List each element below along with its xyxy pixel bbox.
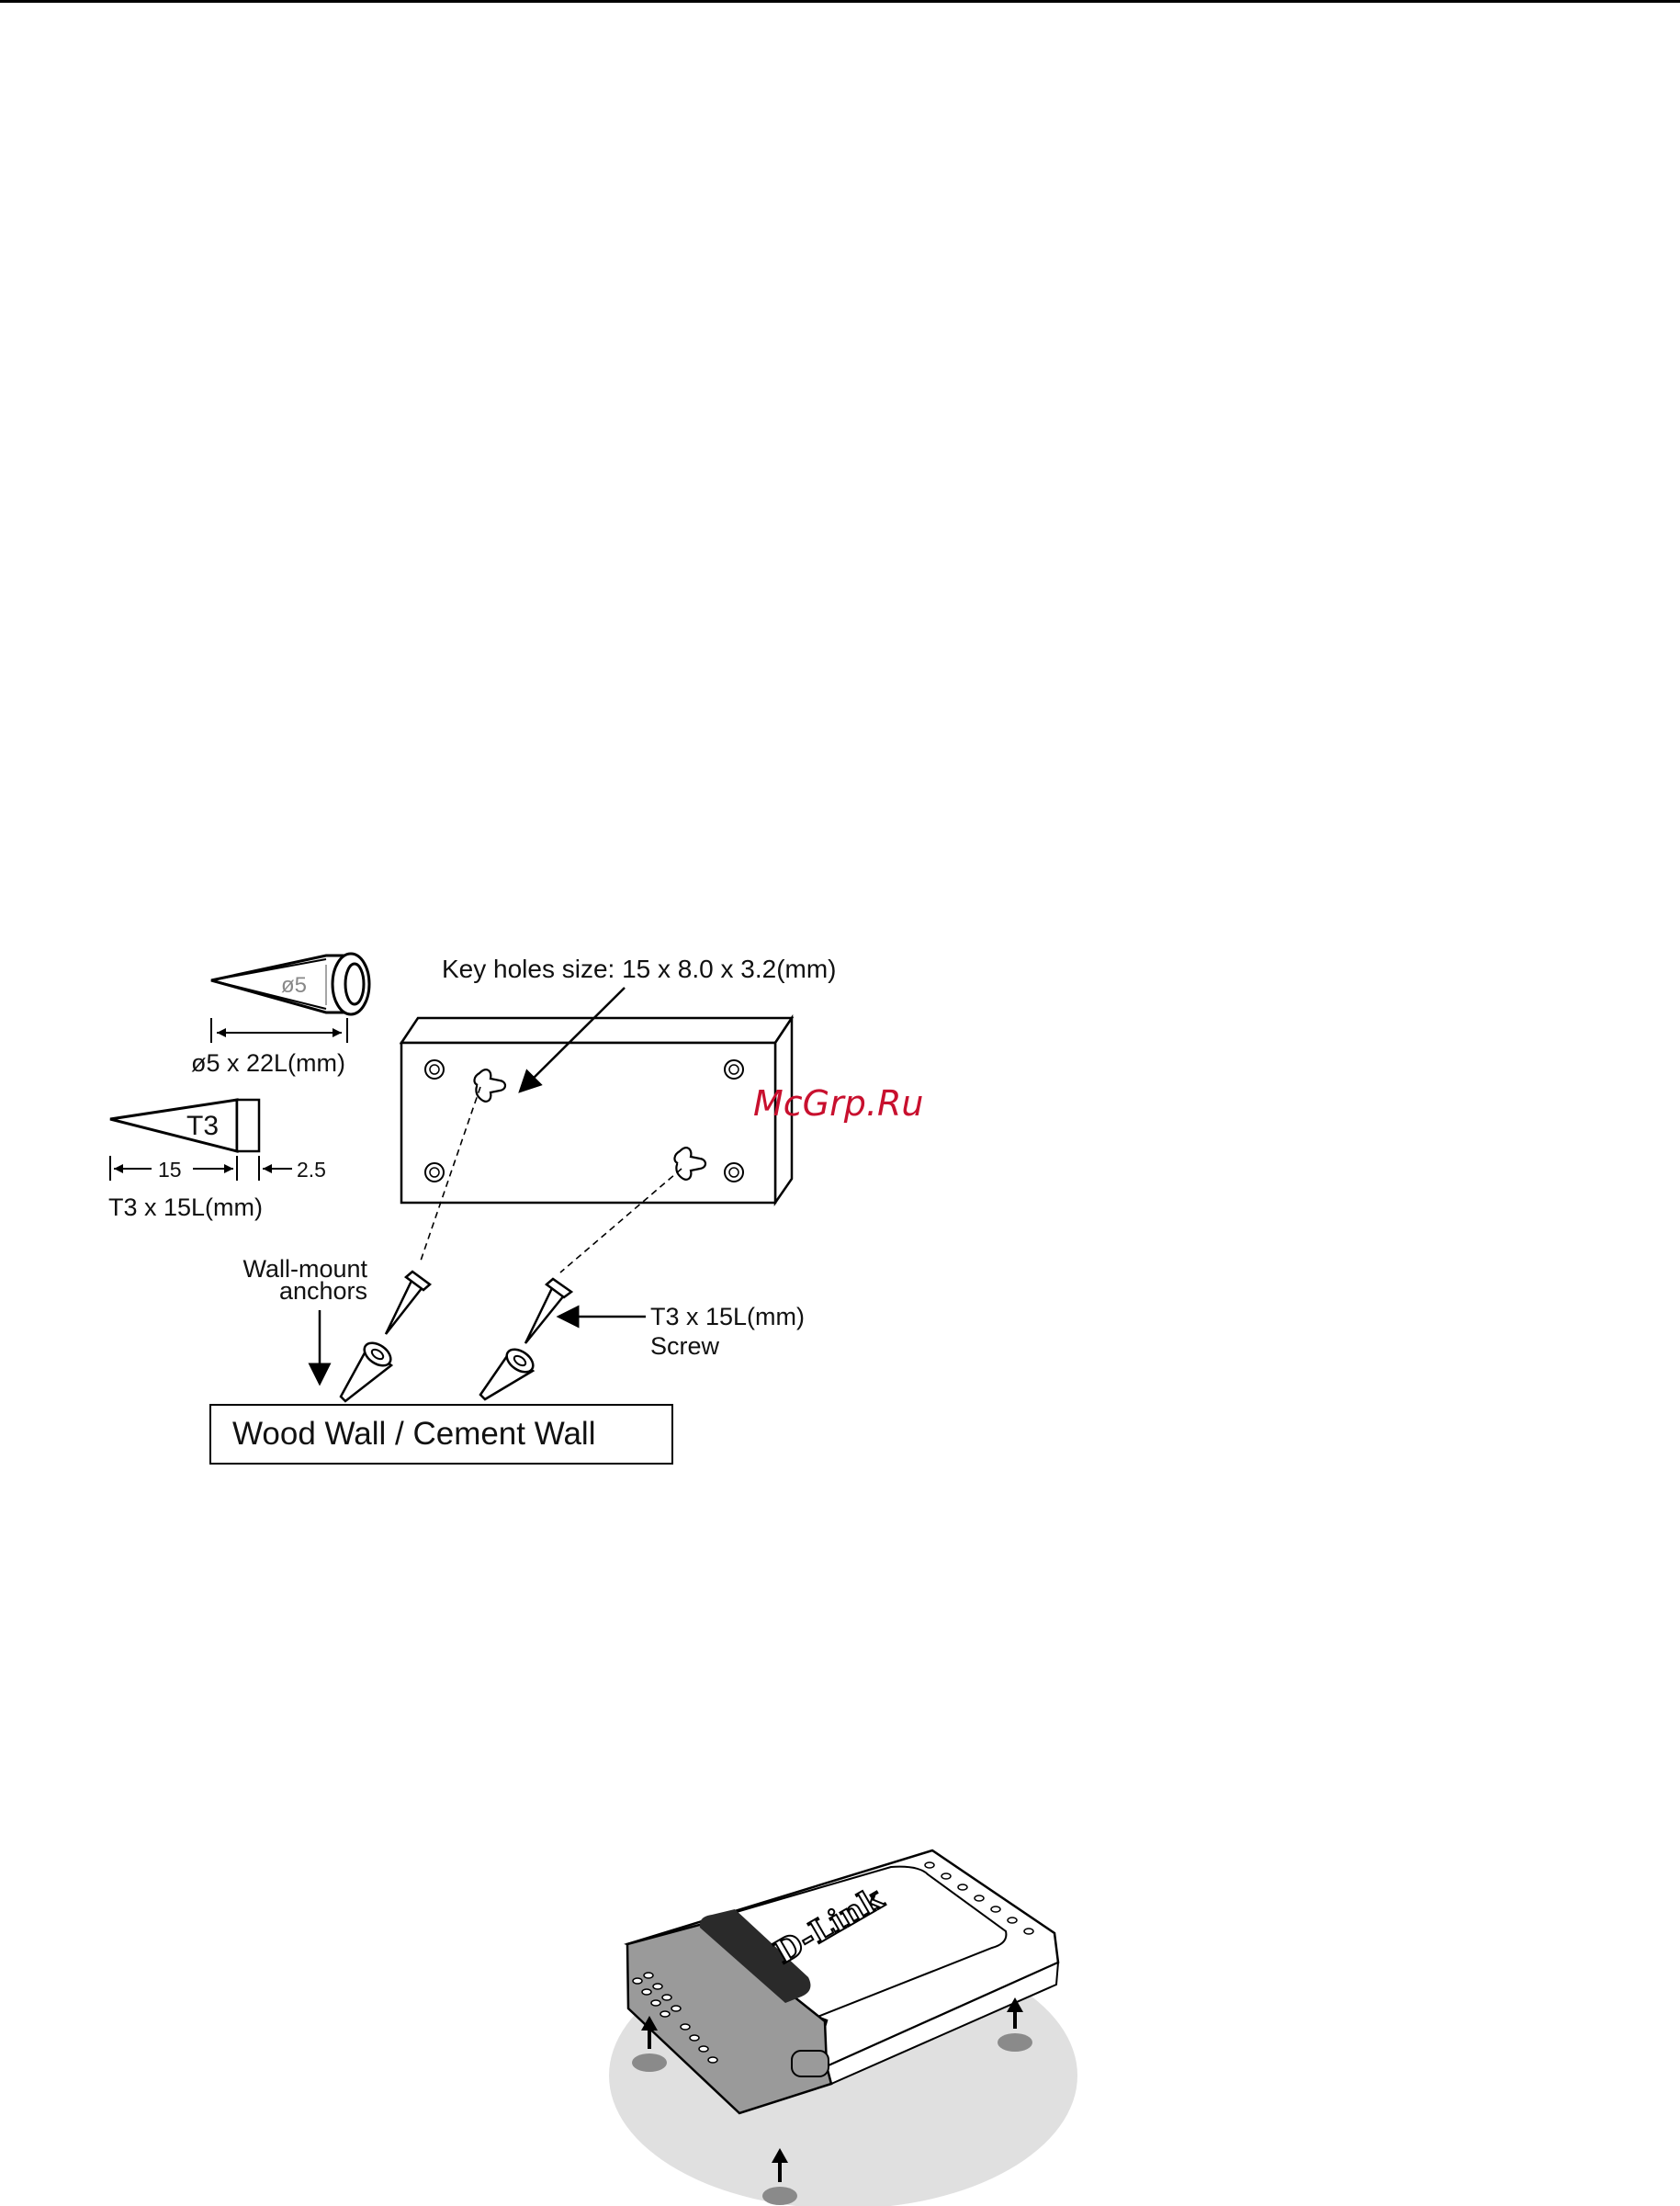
screw-dimension-label: T3 x 15L(mm) — [108, 1194, 263, 1221]
watermark-text: McGrp.Ru — [753, 1083, 923, 1124]
screw-callout-line1: T3 x 15L(mm) — [650, 1303, 805, 1330]
wall-anchor-icon — [341, 1339, 537, 1401]
screw-length-dimension — [110, 1156, 292, 1181]
screw-head-label: T3 — [186, 1111, 219, 1141]
screw-detail-icon — [110, 1100, 259, 1151]
screw-callout-line2: Screw — [650, 1332, 720, 1360]
anchor-length-dimension — [211, 1018, 347, 1043]
screw-dim-15: 15 — [158, 1158, 182, 1182]
wall-type-label: Wood Wall / Cement Wall — [232, 1416, 595, 1452]
wall-anchor-label-line2: anchors — [279, 1277, 367, 1305]
keyhole-size-label: Key holes size: 15 x 8.0 x 3.2(mm) — [442, 955, 837, 983]
anchor-diameter-symbol: ø5 — [281, 973, 307, 998]
mounting-screw-icon — [386, 1272, 571, 1343]
anchor-dimension-label: ø5 x 22L(mm) — [191, 1049, 345, 1077]
screw-dim-2-5: 2.5 — [297, 1158, 326, 1182]
